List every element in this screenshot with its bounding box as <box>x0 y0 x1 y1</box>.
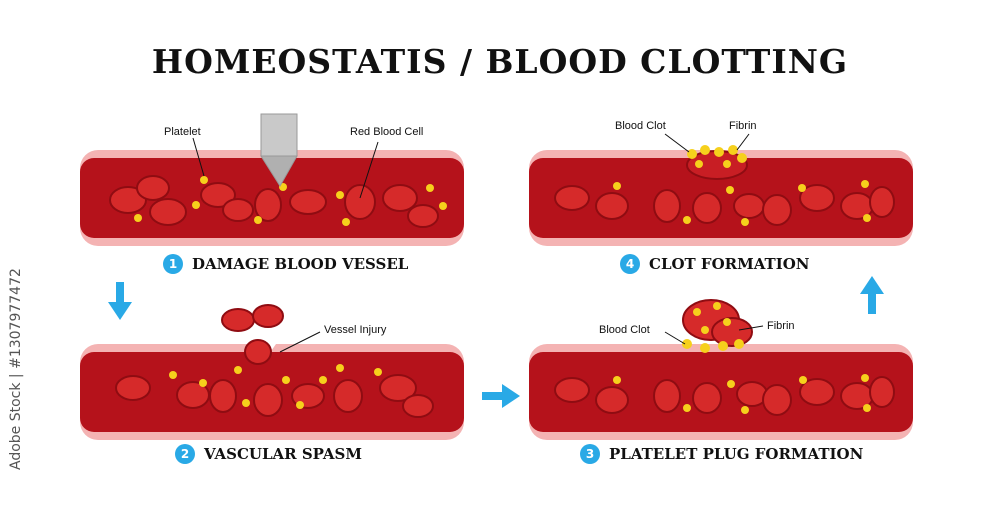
vessel-2 <box>80 304 464 440</box>
red-blood-cell-label: Red Blood Cell <box>350 126 424 138</box>
step-label: PLATELET PLUG FORMATION <box>609 445 864 463</box>
watermark: Adobe Stock | #1307977472 <box>8 268 24 470</box>
panel-clot-formation: Blood Clot Fibrin <box>527 110 917 250</box>
step-4: 4 CLOT FORMATION <box>620 254 810 274</box>
platelets <box>613 374 871 414</box>
step-number-badge: 3 <box>580 444 600 464</box>
red-blood-cells <box>554 184 895 226</box>
page-title: HOMEOSTATIS / BLOOD CLOTTING <box>151 42 849 81</box>
fibrin-label: Fibrin <box>767 320 795 332</box>
clot <box>686 145 748 180</box>
escaped-red-blood-cells <box>221 304 284 365</box>
blood-clot-label: Blood Clot <box>615 120 666 132</box>
step-number-badge: 4 <box>620 254 640 274</box>
step-label: VASCULAR SPASM <box>204 445 362 463</box>
platelet-label: Platelet <box>164 126 201 138</box>
platelets <box>169 364 382 409</box>
arrow-right-icon <box>482 384 520 408</box>
panel-platelet-plug-formation: Blood Clot Fibrin <box>527 299 917 445</box>
step-label: CLOT FORMATION <box>649 255 810 273</box>
vessel-1 <box>80 113 464 246</box>
step-number-badge: 2 <box>175 444 195 464</box>
step-3: 3 PLATELET PLUG FORMATION <box>580 444 863 464</box>
red-blood-cells <box>109 175 439 228</box>
platelets <box>613 180 871 226</box>
vessel-injury-label: Vessel Injury <box>324 324 387 336</box>
fibrin-label: Fibrin <box>729 120 757 132</box>
step-label: DAMAGE BLOOD VESSEL <box>192 255 409 273</box>
arrow-up-icon <box>860 276 884 314</box>
panel-damage-blood-vessel: Platelet Red Blood Cell <box>78 110 468 250</box>
vessel-3 <box>529 299 913 440</box>
panel-vascular-spasm: Vessel Injury <box>78 300 468 445</box>
platelets <box>134 176 447 226</box>
red-blood-cells <box>115 374 434 418</box>
red-blood-cells <box>554 376 895 416</box>
step-2: 2 VASCULAR SPASM <box>175 444 362 464</box>
needle-icon <box>260 113 298 187</box>
step-1: 1 DAMAGE BLOOD VESSEL <box>163 254 408 274</box>
step-number-badge: 1 <box>163 254 183 274</box>
arrow-down-icon <box>108 282 132 320</box>
platelet-plug <box>682 299 753 353</box>
vessel-4 <box>529 133 913 246</box>
blood-clot-label: Blood Clot <box>599 324 650 336</box>
